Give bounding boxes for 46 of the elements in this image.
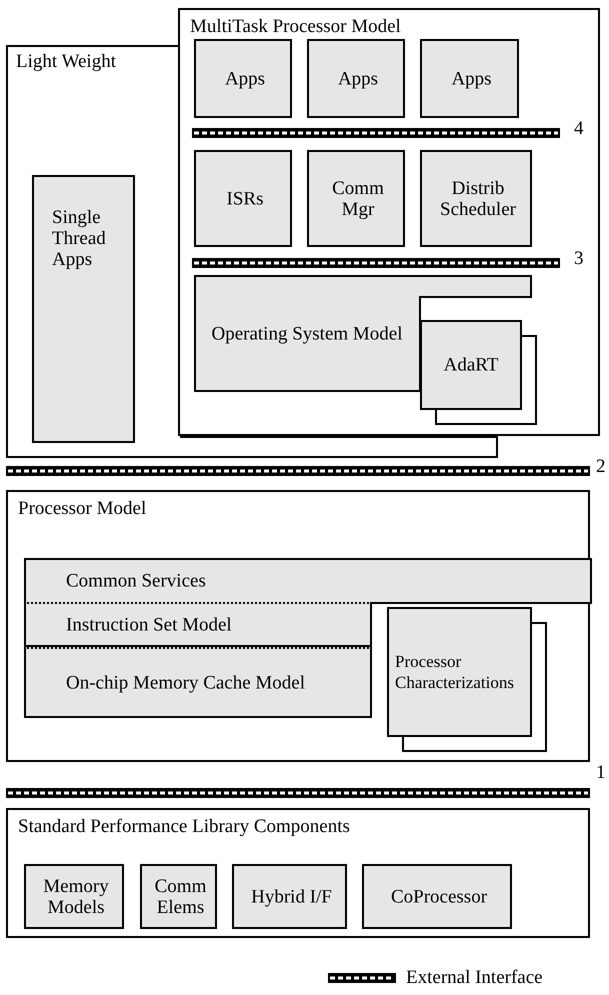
box-label: Memory Models — [42, 876, 110, 918]
panel-heading: Light Weight — [16, 51, 116, 72]
layer-number: 1 — [596, 762, 606, 783]
layer-panel — [6, 808, 590, 938]
component-box — [307, 39, 405, 118]
component-box — [420, 39, 519, 118]
box-label: Comm Elems — [154, 876, 208, 918]
box-label: Hybrid I/F — [250, 886, 333, 907]
component-box — [24, 647, 372, 718]
component-box — [362, 864, 512, 929]
box-label: On-chip Memory Cache Model — [66, 672, 306, 693]
panel-heading: Standard Performance Library Components — [18, 816, 350, 837]
box-label: AdaRT — [442, 354, 500, 376]
component-box — [32, 175, 135, 443]
layer-number: 4 — [574, 118, 584, 139]
box-label: Comm Mgr — [331, 178, 385, 220]
layer-number: 2 — [596, 456, 606, 477]
component-box — [24, 558, 592, 604]
layer-number: 3 — [574, 248, 584, 269]
box-label: CoProcessor — [390, 886, 488, 907]
box-label: Operating System Model — [210, 323, 404, 344]
component-box — [140, 864, 217, 929]
stacked-box — [387, 607, 547, 752]
box-label: Single Thread Apps — [52, 207, 107, 270]
box-label: Apps — [450, 68, 493, 89]
component-box — [194, 275, 532, 392]
component-box — [307, 150, 405, 247]
box-label: Processor Characterizations — [395, 651, 515, 693]
layer-panel — [6, 45, 180, 458]
component-box — [232, 864, 347, 929]
component-box — [194, 150, 292, 247]
box-label: ISRs — [226, 188, 264, 209]
panel-heading: MultiTask Processor Model — [190, 16, 401, 37]
component-box — [24, 602, 372, 647]
box-label: Common Services — [66, 570, 207, 592]
component-box — [420, 150, 532, 247]
stacked-box — [420, 320, 537, 425]
box-label: Apps — [336, 68, 380, 89]
component-box — [194, 39, 292, 118]
box-label: Apps — [224, 68, 266, 89]
legend-label: External Interface — [406, 967, 543, 988]
box-label: Distrib Scheduler — [439, 178, 517, 220]
component-box — [24, 864, 124, 929]
box-label: Instruction Set Model — [66, 614, 233, 635]
layer-panel — [6, 490, 590, 762]
panel-heading: Processor Model — [18, 498, 146, 519]
